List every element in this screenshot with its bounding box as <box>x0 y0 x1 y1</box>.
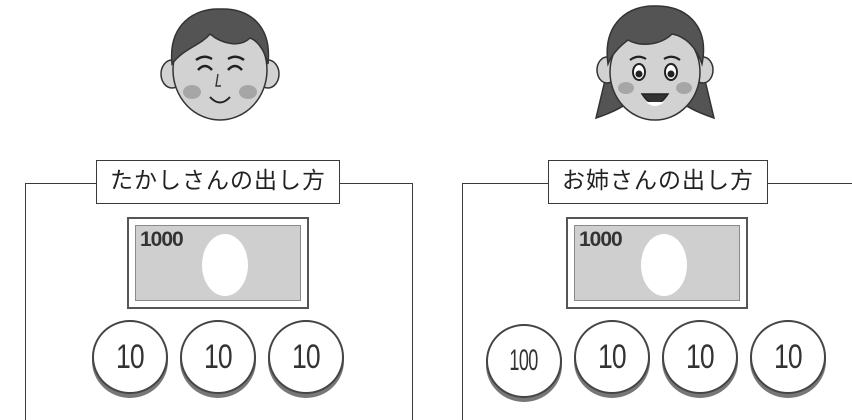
sister-panel-title: お姉さんの出し方 <box>548 160 768 204</box>
coin-10: 10 <box>268 320 346 398</box>
coin-value: 10 <box>204 337 233 376</box>
bill-icon: 1000 <box>135 225 301 301</box>
coin-value: 10 <box>686 337 715 376</box>
takashi-panel-title: たかしさんの出し方 <box>96 160 340 204</box>
coin-10: 10 <box>750 320 828 398</box>
coin-value: 10 <box>598 337 627 376</box>
coin-10: 10 <box>92 320 170 398</box>
coin-value: 100 <box>509 344 539 377</box>
coin-10: 10 <box>662 320 740 398</box>
bill-value: 1000 <box>579 228 623 251</box>
coin-10: 10 <box>574 320 652 398</box>
coin-icon: 10 <box>92 320 168 394</box>
coin-icon: 100 <box>486 324 562 398</box>
coin-icon: 10 <box>268 320 344 394</box>
coin-value: 10 <box>774 337 803 376</box>
bill-1000: 1000 <box>127 217 309 309</box>
bill-value: 1000 <box>140 228 184 251</box>
bill-watermark <box>641 234 687 296</box>
girl-face-icon <box>594 5 716 121</box>
coin-value: 10 <box>292 337 321 376</box>
bill-watermark <box>202 234 248 296</box>
coin-100: 100 <box>486 324 564 402</box>
coin-icon: 10 <box>574 320 650 394</box>
bill-icon: 1000 <box>574 225 740 301</box>
coin-value: 10 <box>116 337 145 376</box>
coin-10: 10 <box>180 320 258 398</box>
coin-icon: 10 <box>662 320 738 394</box>
boy-face-icon <box>160 8 280 121</box>
bill-1000: 1000 <box>566 217 748 309</box>
coin-icon: 10 <box>180 320 256 394</box>
coin-icon: 10 <box>750 320 826 394</box>
